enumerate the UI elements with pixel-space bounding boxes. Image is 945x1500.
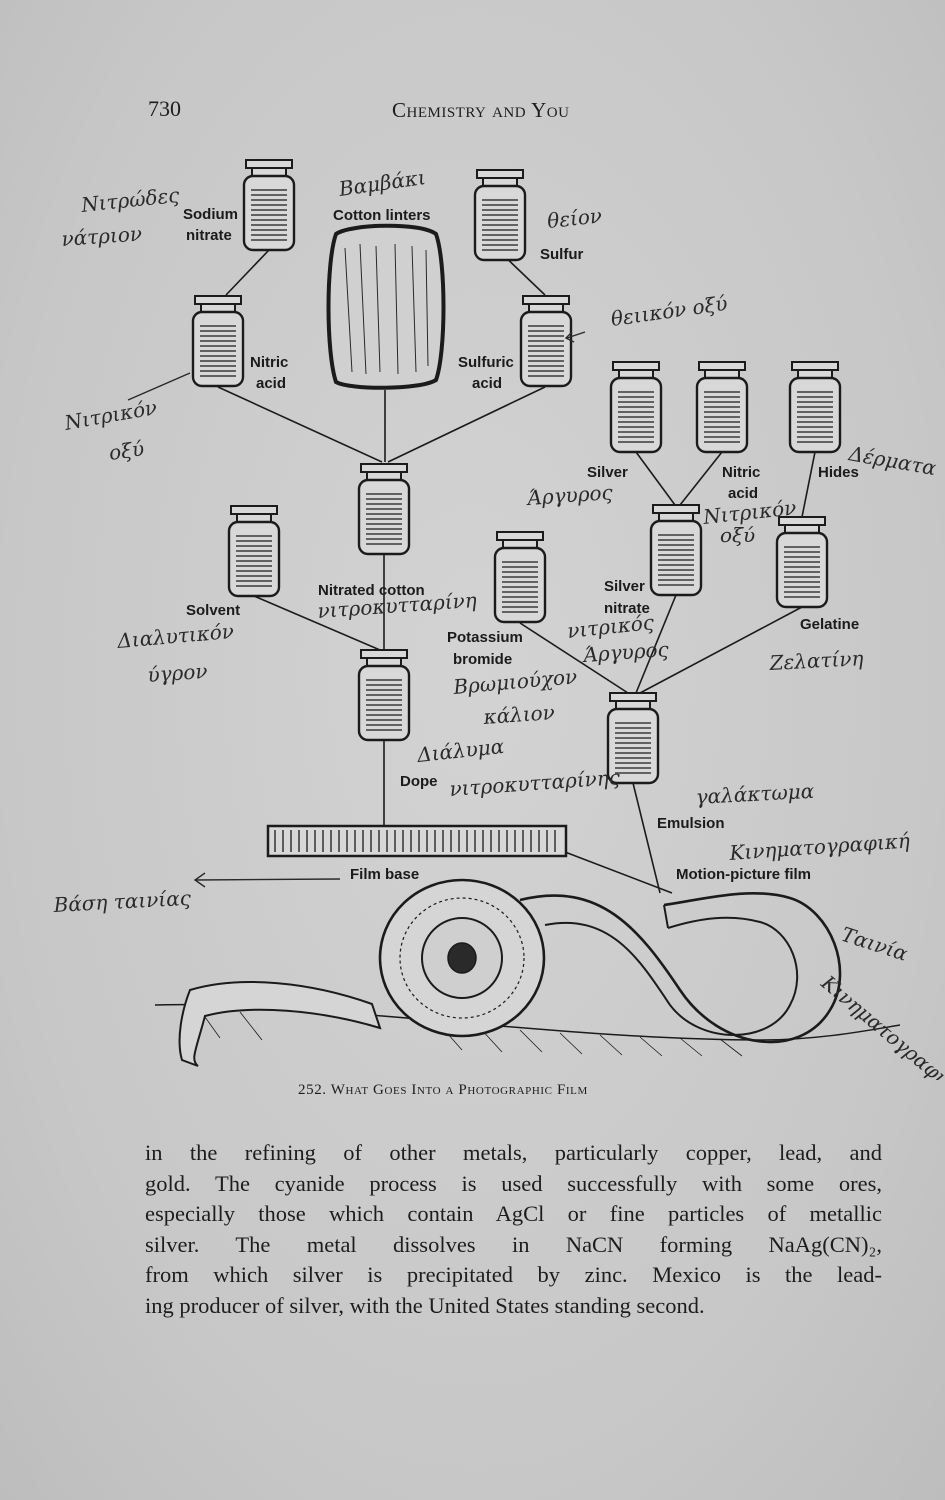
solvent-bottle [227, 504, 281, 598]
svg-text:Solvent: Solvent [186, 602, 240, 619]
svg-text:Διαλυτικόν: Διαλυτικόν [115, 619, 235, 653]
svg-text:Cotton linters: Cotton linters [333, 207, 431, 224]
sodium-nitrate-bottle [242, 158, 296, 252]
svg-text:Βρωμιούχον: Βρωμιούχον [451, 664, 578, 699]
figure-caption: 252. What Goes Into a Photographic Film [298, 1082, 588, 1098]
body-paragraph: in the refining of other metals, particu… [145, 1138, 882, 1321]
svg-text:Άργυρος: Άργυρος [525, 480, 615, 510]
svg-text:Emulsion: Emulsion [657, 815, 725, 832]
svg-text:νάτριον: νάτριον [61, 221, 143, 251]
running-head: Chemistry and You [392, 98, 570, 122]
svg-text:acid: acid [728, 485, 758, 502]
svg-text:οξύ: οξύ [107, 436, 145, 465]
svg-text:Nitric: Nitric [722, 464, 760, 481]
svg-text:Dope: Dope [400, 773, 438, 790]
svg-text:Gelatine: Gelatine [800, 616, 859, 633]
photographic-film-diagram: Sodium nitrate Cotton linters Sulfur Nit… [52, 158, 945, 1080]
dope-bottle [357, 648, 411, 742]
film-reel-illustration [154, 878, 901, 1067]
svg-text:Διάλυμα: Διάλυμα [415, 734, 506, 767]
svg-text:Νιτρώδες: Νιτρώδες [79, 183, 181, 217]
page-number: 730 [148, 96, 181, 121]
gelatine-bottle [775, 515, 829, 609]
body-line: gold. The cyanide process is used succes… [145, 1170, 882, 1196]
film-base-strip [266, 824, 568, 858]
svg-text:Sulfur: Sulfur [540, 246, 583, 263]
svg-text:κάλιον: κάλιον [482, 700, 556, 729]
svg-text:Sodium: Sodium [183, 206, 238, 223]
svg-text:bromide: bromide [453, 651, 512, 668]
svg-text:nitrate: nitrate [186, 227, 232, 244]
flow-lines [217, 249, 816, 894]
svg-text:Hides: Hides [818, 464, 859, 481]
svg-text:Ταινία: Ταινία [838, 922, 911, 966]
svg-text:Ζελατίνη: Ζελατίνη [768, 646, 864, 675]
potassium-bromide-bottle [493, 530, 547, 624]
svg-text:acid: acid [256, 375, 286, 392]
svg-text:νιτροκυτταρίνης: νιτροκυτταρίνης [449, 765, 622, 801]
svg-text:Sulfuric: Sulfuric [458, 354, 514, 371]
body-line: especially those which contain AgCl or f… [145, 1201, 882, 1226]
cotton-linters-illustration [326, 223, 446, 390]
silver-nitrate-bottle [649, 503, 703, 597]
hides-bottle [788, 360, 842, 454]
svg-text:Δέρματα: Δέρματα [846, 441, 938, 480]
body-line: from which silver is precipitated by zin… [145, 1262, 882, 1287]
svg-text:Potassium: Potassium [447, 629, 523, 646]
svg-text:γαλάκτωμα: γαλάκτωμα [695, 779, 815, 809]
silver-bottle [609, 360, 663, 454]
svg-text:ύγρον: ύγρον [147, 659, 209, 687]
sulfur-bottle [473, 168, 527, 262]
svg-text:οξύ: οξύ [720, 523, 755, 547]
svg-text:Άργυρος: Άργυρος [581, 637, 671, 667]
svg-text:acid: acid [472, 375, 502, 392]
nitric-acid-bottle [191, 294, 245, 388]
printed-labels: Sodium nitrate Cotton linters Sulfur Nit… [183, 206, 859, 883]
svg-text:Κινηματογραφική: Κινηματογραφική [816, 970, 945, 1080]
svg-text:Film base: Film base [350, 866, 419, 883]
svg-text:Silver: Silver [587, 464, 628, 481]
body-line: in the refining of other metals, particu… [145, 1140, 882, 1165]
svg-text:Nitrated cotton: Nitrated cotton [318, 582, 425, 599]
svg-text:Motion-picture film: Motion-picture film [676, 866, 811, 883]
sulfuric-acid-bottle [519, 294, 573, 388]
svg-text:nitrate: nitrate [604, 600, 650, 617]
svg-text:Κινηματογραφική: Κινηματογραφική [728, 828, 911, 865]
svg-text:Νιτρικόν: Νιτρικόν [62, 395, 159, 435]
svg-text:θειικόν οξύ: θειικόν οξύ [609, 291, 729, 331]
nitric-acid-b-bottle [695, 360, 749, 454]
svg-text:Βαμβάκι: Βαμβάκι [336, 165, 427, 201]
svg-text:Nitric: Nitric [250, 354, 288, 371]
body-line: ing producer of silver, with the United … [145, 1292, 705, 1318]
nitrated-cotton-bottle [357, 462, 411, 556]
svg-text:Silver: Silver [604, 578, 645, 595]
body-line: silver. The metal dissolves in NaCN form… [145, 1231, 882, 1257]
svg-text:θείον: θείον [546, 203, 603, 233]
svg-text:Βάση ταινίας: Βάση ταινίας [52, 886, 192, 917]
